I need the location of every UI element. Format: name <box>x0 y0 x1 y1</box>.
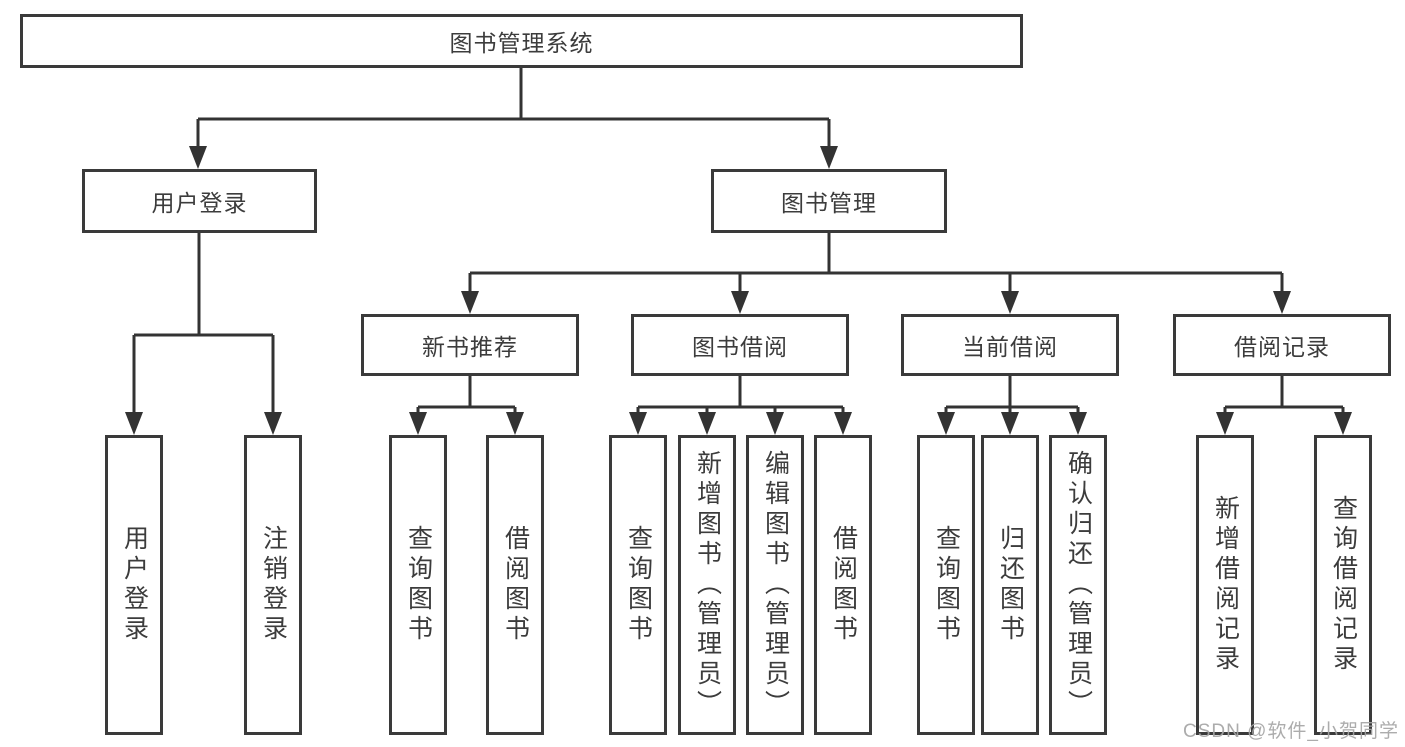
leaf-query-books-borrow-label: 查询图书 <box>624 525 653 645</box>
leaf-borrow-books-recommend: 借阅图书 <box>486 435 544 735</box>
leaf-edit-books-admin-label: 编辑图书（管理员） <box>761 450 790 720</box>
leaf-borrow-books-label: 借阅图书 <box>829 525 858 645</box>
csdn-watermark: CSDN @软件_小贺同学 <box>1183 721 1399 742</box>
leaf-confirm-return-admin: 确认归还（管理员） <box>1049 435 1107 735</box>
leaf-logout: 注销登录 <box>244 435 302 735</box>
node-borrow-records: 借阅记录 <box>1173 314 1391 376</box>
leaf-edit-books-admin: 编辑图书（管理员） <box>746 435 804 735</box>
leaf-query-books-current: 查询图书 <box>917 435 975 735</box>
leaf-query-books-recommend-label: 查询图书 <box>404 525 433 645</box>
leaf-logout-label: 注销登录 <box>259 525 288 645</box>
leaf-borrow-books: 借阅图书 <box>814 435 872 735</box>
node-current-borrowing: 当前借阅 <box>901 314 1119 376</box>
leaf-user-login-label: 用户登录 <box>120 525 149 645</box>
arrowheads <box>125 146 1352 435</box>
leaf-query-books-recommend: 查询图书 <box>389 435 447 735</box>
leaf-query-books-borrow: 查询图书 <box>609 435 667 735</box>
leaf-add-books-admin: 新增图书（管理员） <box>678 435 736 735</box>
leaf-query-borrow-record-label: 查询借阅记录 <box>1329 495 1358 675</box>
leaf-borrow-books-recommend-label: 借阅图书 <box>501 525 530 645</box>
leaf-query-borrow-record: 查询借阅记录 <box>1314 435 1372 735</box>
node-user-login: 用户登录 <box>82 169 317 233</box>
leaf-query-books-current-label: 查询图书 <box>932 525 961 645</box>
node-root-system: 图书管理系统 <box>20 14 1023 68</box>
leaf-confirm-return-admin-label: 确认归还（管理员） <box>1064 450 1093 720</box>
leaf-add-books-admin-label: 新增图书（管理员） <box>693 450 722 720</box>
leaf-user-login: 用户登录 <box>105 435 163 735</box>
node-new-book-recommend: 新书推荐 <box>361 314 579 376</box>
leaf-return-books: 归还图书 <box>981 435 1039 735</box>
leaf-return-books-label: 归还图书 <box>996 525 1025 645</box>
leaf-add-borrow-record: 新增借阅记录 <box>1196 435 1254 735</box>
node-book-management: 图书管理 <box>711 169 947 233</box>
leaf-add-borrow-record-label: 新增借阅记录 <box>1211 495 1240 675</box>
node-book-borrowing: 图书借阅 <box>631 314 849 376</box>
